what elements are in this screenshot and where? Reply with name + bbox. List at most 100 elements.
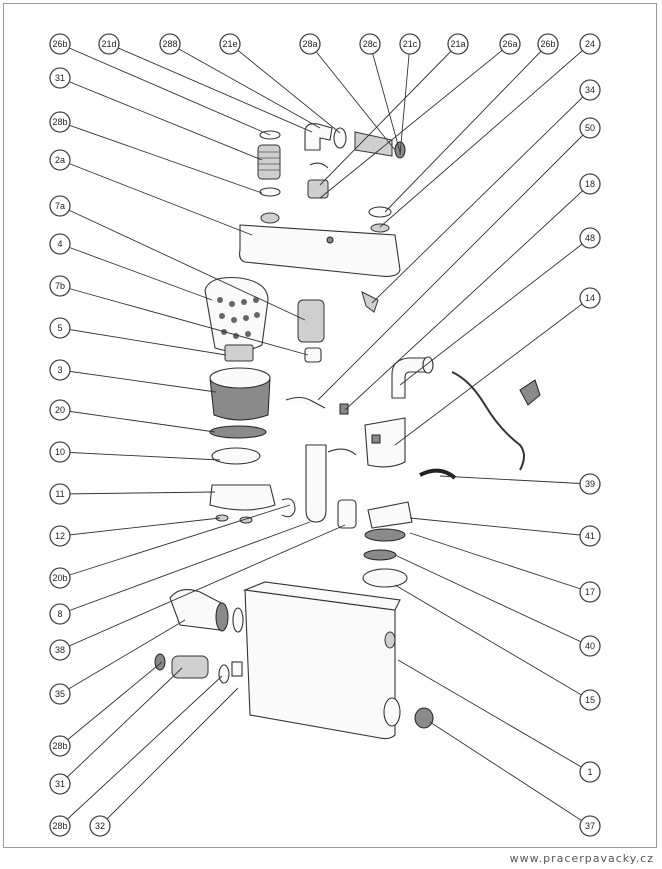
leader-line [369, 43, 401, 153]
callout-288: 288 [159, 33, 181, 55]
callout-41: 41 [579, 525, 601, 547]
callout-circle [579, 79, 601, 101]
callout-circle [49, 233, 71, 255]
pin-18 [339, 403, 349, 415]
callout-7a: 7a [49, 195, 71, 217]
leader-line [59, 285, 309, 356]
callout-text: 26b [540, 39, 555, 49]
callout-text: 18 [585, 179, 595, 189]
callout-text: 26a [502, 39, 517, 49]
callout-circle [49, 735, 71, 757]
watermark: www.pracerpavacky.cz [509, 852, 654, 865]
callout-circle [49, 483, 71, 505]
callout-text: 28c [363, 39, 378, 49]
callout-31: 31 [49, 67, 71, 89]
nipple-21a [307, 179, 329, 199]
leader-line [59, 121, 263, 194]
leader-line [59, 521, 311, 615]
callout-text: 31 [55, 73, 65, 83]
callout-circle [49, 567, 71, 589]
callout-circle [49, 67, 71, 89]
callout-circle [49, 33, 71, 55]
callout-circle [579, 173, 601, 195]
callout-circle [49, 111, 71, 133]
callout-text: 48 [585, 233, 595, 243]
leader-line [409, 517, 591, 537]
callout-circle [579, 761, 601, 783]
callout-text: 2a [55, 155, 65, 165]
callout-circle [49, 399, 71, 421]
gasket-17 [364, 528, 406, 542]
hose-7a [297, 299, 325, 343]
ring-24 [370, 223, 390, 233]
callout-text: 28a [302, 39, 317, 49]
leader-line [59, 243, 213, 301]
callout-20b: 20b [49, 567, 71, 589]
callout-text: 32 [95, 821, 105, 831]
callout-circle [89, 815, 111, 837]
bellows-31-lower [171, 655, 209, 679]
callout-circle [447, 33, 469, 55]
callout-circle [299, 33, 321, 55]
ring-21e [333, 127, 347, 149]
callout-text: 3 [57, 365, 62, 375]
callout-text: 40 [585, 641, 595, 651]
callout-24: 24 [579, 33, 601, 55]
callout-28b: 28b [49, 735, 71, 757]
callout-circle [49, 773, 71, 795]
seal-15 [362, 568, 408, 588]
lid-2a [239, 224, 401, 277]
switch-5 [224, 344, 254, 362]
callout-32: 32 [89, 815, 111, 837]
leader-line [399, 43, 411, 156]
callout-circle [579, 33, 601, 55]
callout-circle [579, 287, 601, 309]
leader-line [317, 127, 591, 401]
leader-line [59, 159, 253, 236]
leader-line [59, 77, 263, 161]
leader-line [59, 205, 306, 321]
callout-text: 26b [52, 39, 67, 49]
reducer-28a [354, 131, 393, 157]
callout-text: 21c [403, 39, 418, 49]
leader-line [59, 517, 221, 537]
leader-line [379, 43, 591, 228]
callout-5: 5 [49, 317, 71, 339]
callout-circle [49, 149, 71, 171]
disc-10 [211, 447, 261, 465]
ring-20b [281, 498, 296, 518]
power-cable [451, 371, 525, 471]
callout-text: 39 [585, 479, 595, 489]
clip-39 [419, 468, 457, 480]
callout-text: 7b [55, 281, 65, 291]
leader-line [309, 43, 396, 151]
pressure-switch-14 [364, 417, 406, 468]
leader-line [344, 183, 591, 411]
screw-34 [361, 291, 379, 313]
lid-hole [326, 236, 334, 244]
leader-lines [59, 43, 591, 827]
callout-circle [49, 195, 71, 217]
callout-11: 11 [49, 483, 71, 505]
callout-text: 4 [57, 239, 62, 249]
impeller-housing-3 [209, 377, 271, 421]
callout-34: 34 [579, 79, 601, 101]
basket-holes [217, 297, 260, 339]
leader-line [319, 43, 459, 186]
callout-circle [159, 33, 181, 55]
tank-1 [244, 589, 396, 740]
ring-28b-upper [259, 187, 281, 197]
callout-text: 5 [57, 323, 62, 333]
leader-line [59, 369, 217, 393]
callout-text: 8 [57, 609, 62, 619]
leader-line [59, 504, 291, 579]
callout-15: 15 [579, 689, 601, 711]
callout-circle [579, 815, 601, 837]
leader-line [59, 491, 216, 495]
callout-text: 28b [52, 741, 67, 751]
leader-line [108, 43, 313, 133]
callout-38: 38 [49, 639, 71, 661]
ring-28b-bottom [218, 664, 230, 684]
